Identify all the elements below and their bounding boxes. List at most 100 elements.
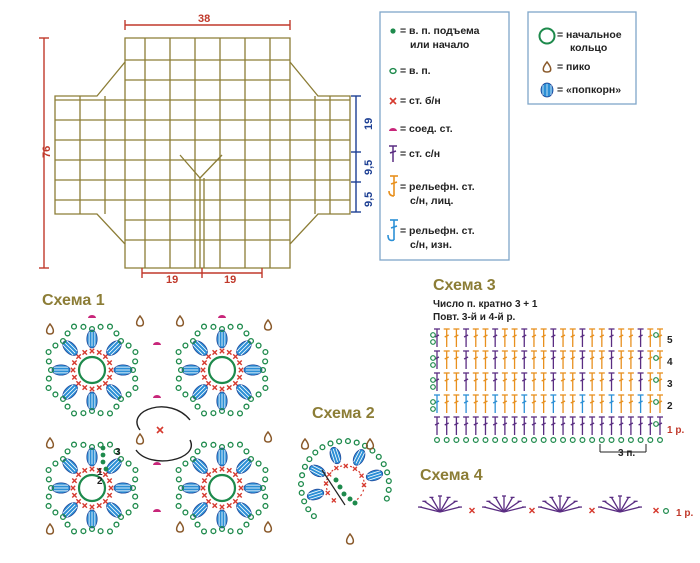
sc-stroke — [219, 348, 225, 354]
picot — [135, 314, 145, 327]
bottom-left-label: 19 — [166, 274, 178, 286]
sc-stroke — [96, 502, 102, 509]
chain-stitch — [182, 342, 189, 349]
popcorn — [181, 364, 201, 376]
chain-stitch — [430, 399, 436, 405]
stitch-yo — [609, 422, 614, 426]
stitch-yo — [463, 422, 469, 426]
relief-stitch — [492, 394, 499, 413]
relief-stitch — [627, 372, 634, 391]
chain-lift-dot — [333, 477, 339, 483]
sc-stitch — [89, 466, 95, 472]
sc-stitch — [201, 478, 208, 484]
stitch-yo — [638, 356, 643, 360]
sc-stroke — [201, 374, 208, 380]
legend-popcorn: = «попкорн» — [557, 84, 621, 96]
stitch-yo — [483, 400, 488, 404]
stitch-yo — [628, 400, 634, 404]
sc-stroke — [75, 471, 82, 478]
sc-stitch — [333, 465, 339, 471]
chain-stitch — [472, 437, 479, 444]
popcorn-stitch — [110, 502, 122, 514]
sc-stitch — [232, 380, 239, 387]
chain-stitch — [70, 441, 78, 448]
chain-stitch — [653, 355, 659, 361]
relief-stitch — [618, 394, 625, 413]
sc-stitch — [89, 386, 95, 392]
start-ring — [207, 473, 237, 503]
sc-stitch — [200, 485, 206, 491]
chain-stitch — [64, 403, 71, 410]
relief-stitch — [637, 372, 644, 391]
relief-stitch — [501, 394, 508, 413]
neck-line — [179, 154, 223, 179]
sc-stitch — [71, 478, 78, 484]
chain-stitch — [113, 330, 120, 337]
chain-stitch — [236, 528, 244, 535]
relief-stitch — [434, 328, 440, 347]
chain-stitch — [430, 332, 436, 338]
popcorn — [192, 384, 208, 400]
fan-post — [539, 506, 561, 513]
popcorn-stitch — [353, 449, 361, 463]
sc-stroke — [89, 504, 95, 510]
chain-stitch — [106, 410, 114, 417]
chain-stitch — [45, 375, 52, 382]
popcorn-stitch — [358, 452, 365, 465]
sc-stitch — [106, 360, 113, 366]
stitch-yo — [483, 378, 488, 382]
chain-stitch — [189, 337, 197, 345]
stitch-yo — [541, 400, 546, 404]
popcorn-stitch — [110, 462, 122, 474]
stitch-yo — [599, 422, 605, 426]
sc-stitch — [326, 471, 332, 477]
popcorn — [51, 364, 71, 376]
stitch-yo — [618, 378, 624, 382]
scheme1-label-1: 1 — [97, 467, 103, 478]
relief-stitch — [540, 416, 547, 435]
stitch-yo — [638, 400, 643, 404]
chain-stitch — [117, 513, 125, 521]
stitch-yo — [638, 422, 643, 426]
relief-stitch — [647, 372, 654, 391]
popcorn — [236, 458, 252, 474]
stitch-yo — [648, 356, 653, 360]
sc-stitch — [96, 349, 102, 356]
chain-stitch — [125, 460, 132, 467]
scheme1-join-arrows — [135, 406, 192, 462]
scheme3-title: Схема 3 — [433, 277, 496, 294]
relief-stitch — [560, 372, 567, 391]
sc-stitch — [70, 367, 76, 373]
stitch-yo — [618, 400, 624, 404]
fan-post — [419, 506, 441, 513]
stitch-yo — [521, 356, 527, 360]
relief-stitch — [618, 416, 625, 435]
chain-stitch — [227, 323, 234, 330]
stitch-yo — [483, 422, 488, 426]
chain-stitch — [189, 395, 197, 403]
relief-stitch — [598, 350, 605, 369]
popcorn-stitch — [66, 458, 78, 470]
popcorn-stitch — [192, 384, 204, 396]
chain-stitch — [117, 337, 125, 345]
relief-stitch — [608, 350, 615, 369]
chain-stitch — [259, 484, 267, 492]
chain-stitch — [385, 478, 392, 485]
chain-stitch — [375, 453, 382, 460]
relief-stitch — [453, 372, 460, 391]
chain-stitch — [200, 441, 208, 448]
fan-post — [619, 497, 630, 513]
slip-stitch — [88, 315, 96, 318]
popcorn-stitch — [194, 460, 206, 472]
sc-stroke — [236, 478, 243, 484]
popcorn-stitch — [62, 502, 74, 514]
relief-stitch — [598, 372, 605, 391]
sc-stitch — [352, 466, 358, 472]
sc-stroke — [70, 485, 76, 491]
popcorn-stitch — [108, 342, 120, 354]
chain-stitch — [255, 342, 262, 349]
sc-stitch — [96, 384, 102, 391]
popcorn — [106, 340, 122, 356]
relief-stitch — [501, 328, 508, 347]
chain-stitch — [247, 513, 255, 521]
